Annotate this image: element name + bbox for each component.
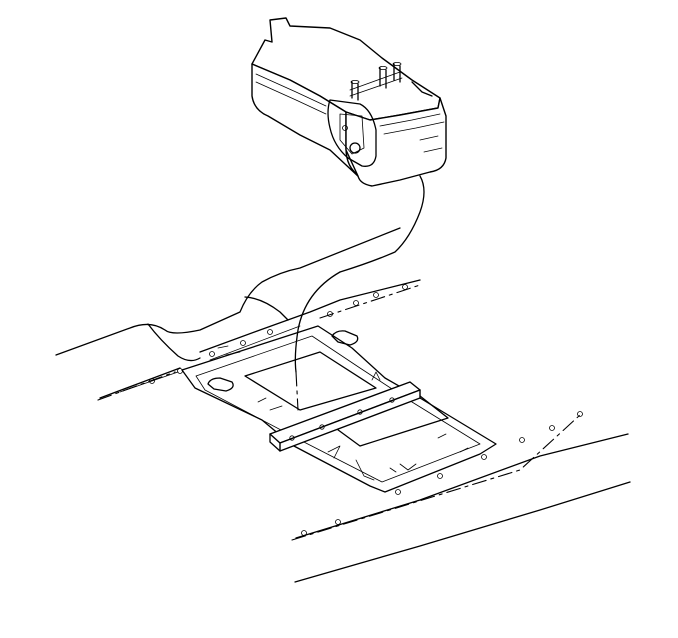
tank-side-right	[345, 97, 447, 187]
cable-lower	[294, 271, 341, 373]
tunnel-contour	[244, 296, 289, 321]
fuel-tank	[251, 17, 447, 187]
bracket-front-face	[279, 389, 421, 452]
tab-left	[207, 377, 234, 392]
tank-sump	[327, 99, 377, 167]
cable-drop	[295, 371, 299, 411]
tank-seam	[255, 73, 327, 115]
harness-cable	[294, 175, 425, 411]
floor-inner-line	[119, 325, 301, 393]
tank-sump-inner	[339, 113, 365, 155]
tank-fittings	[349, 62, 403, 101]
fastener-row-front	[291, 414, 581, 541]
panel-edge-lower	[294, 481, 631, 583]
tab-back	[331, 330, 359, 346]
tunnel-side-left	[147, 323, 201, 362]
floor-pan	[55, 227, 421, 401]
cable-upper	[339, 175, 425, 273]
floor-flange-line	[99, 279, 421, 399]
fastener-row-front-points	[301, 411, 583, 536]
tank-port	[349, 142, 361, 154]
cavity-inner	[195, 335, 481, 483]
floor-back-edge	[55, 227, 401, 356]
mounting-bracket	[269, 381, 421, 452]
rear-panel	[291, 411, 631, 583]
bracket-holes	[289, 397, 395, 441]
panel-edge-upper	[295, 433, 629, 539]
